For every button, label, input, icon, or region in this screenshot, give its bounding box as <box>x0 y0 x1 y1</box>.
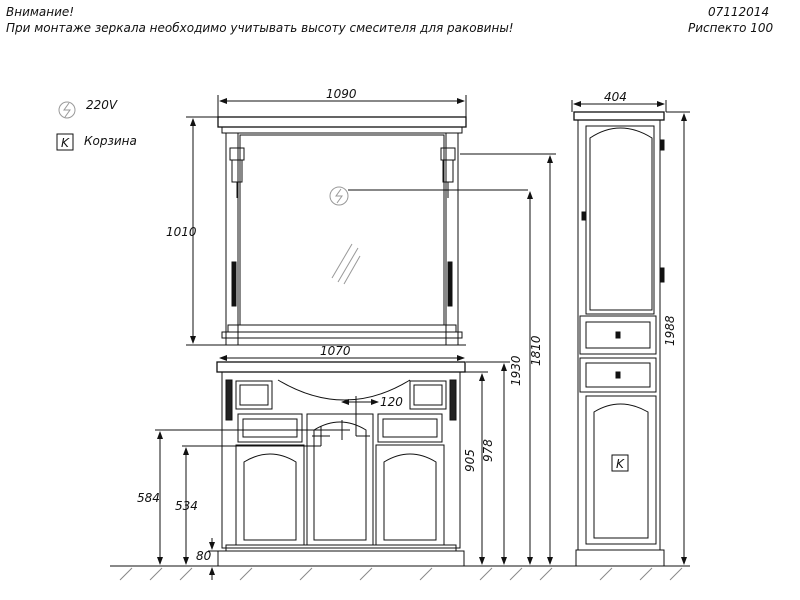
warning-text: При монтаже зеркала необходимо учитывать… <box>6 21 514 35</box>
dimension-lines <box>155 95 690 580</box>
basket-k-letter: K <box>61 136 70 150</box>
dim-534: 534 <box>175 499 198 513</box>
basket-k-icon: K <box>56 133 74 151</box>
legend-label-basket: Корзина <box>84 134 137 148</box>
cabinet-basket-letter: K <box>616 457 625 471</box>
tall-cabinet: K <box>573 111 665 567</box>
warning-title: Внимание! <box>6 5 75 19</box>
mirror-outlet-icon <box>329 186 349 206</box>
dim-1988: 1988 <box>663 315 677 346</box>
floor-line <box>110 565 690 581</box>
vanity-cabinet <box>216 361 466 567</box>
mirror <box>217 116 528 346</box>
dim-1930: 1930 <box>509 355 523 386</box>
dim-cabinet-width: 404 <box>604 90 627 104</box>
dim-978: 978 <box>481 439 495 462</box>
power-outlet-icon <box>58 101 76 119</box>
dim-584: 584 <box>137 491 160 505</box>
legend-label-power: 220V <box>86 98 118 112</box>
dim-vanity-width: 1070 <box>320 344 351 358</box>
left-lamp <box>229 147 245 198</box>
series-name: Риспекто 100 <box>688 21 774 35</box>
dim-mirror-height: 1010 <box>166 225 197 239</box>
dim-905: 905 <box>463 449 477 472</box>
dim-mirror-width: 1090 <box>326 87 357 101</box>
dim-80: 80 <box>196 549 212 563</box>
dim-1810: 1810 <box>529 335 543 366</box>
dim-tap-offset: 120 <box>380 395 403 409</box>
document-code: 07112014 <box>708 5 770 19</box>
